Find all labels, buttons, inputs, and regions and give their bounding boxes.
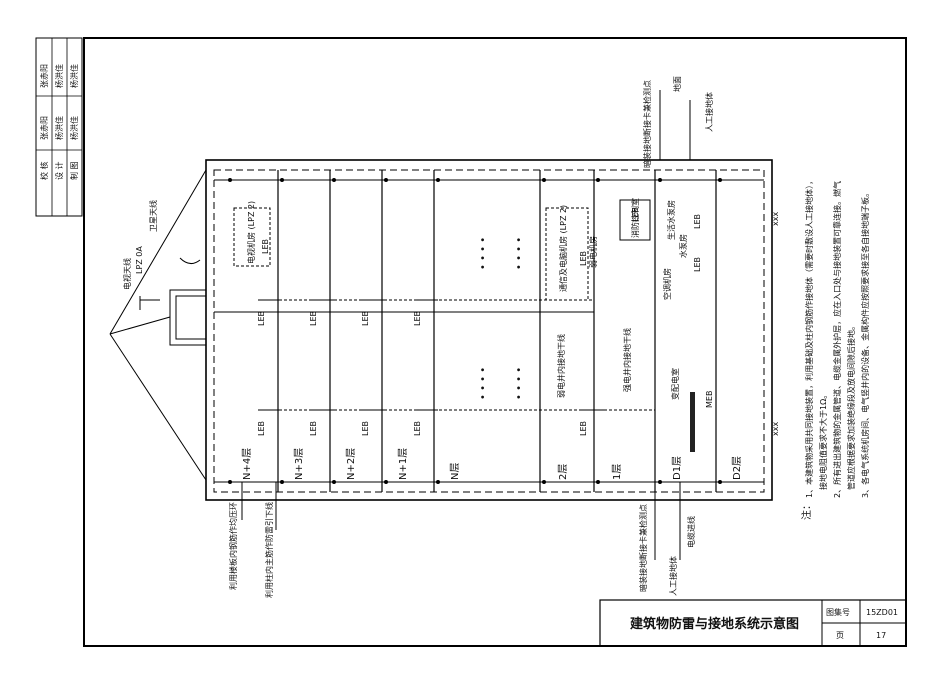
leb-label: LEB [309, 421, 318, 436]
top-earth: 暗装接地断接卡兼检测点 地面 人工接地体 [642, 76, 714, 168]
room-pump: 水泵房 [678, 234, 688, 258]
rooms: 电视机房 (LPZ 2) 通信及电脑机房 (LPZ 2) 弱电机房 消防控制室 … [233, 198, 688, 400]
leb-label: LEB [631, 207, 640, 222]
floor-label: 1层 [611, 464, 623, 480]
leb-label: LEB [257, 311, 266, 326]
ellipsis-dots: • • • • [514, 237, 525, 270]
satellite-label: 卫星天线 [148, 200, 158, 232]
test-point-top: 暗装接地断接卡兼检测点 [642, 80, 652, 168]
approval-role-1: 校 核 [39, 161, 49, 180]
floor-label: N+2层 [345, 448, 357, 480]
meb-bar: MEB [690, 391, 714, 452]
xxx-mark: xxx [771, 212, 780, 226]
meb-label: MEB [705, 391, 714, 408]
cable-in-label: 电缆进线 [686, 516, 696, 548]
page-number: 17 [876, 631, 886, 640]
floor-label: N层 [449, 463, 461, 480]
ellipsis-dots: • • • • [478, 367, 489, 400]
lpz-label: LPZ 0A [135, 246, 144, 274]
floor-dividers [277, 170, 717, 492]
building-outline [205, 159, 773, 501]
leb-label: LEB [361, 421, 370, 436]
note-2b: 管道应根据要求加装绝缘段及放电间隙后接地。 [846, 322, 856, 490]
note-3: 3、各电气系统机房间、电气竖井内的设备、金属构件应按照要求接至各自接地端子板。 [860, 189, 870, 498]
earth-bottom-label: 人工接地体 [668, 556, 678, 596]
drawing-title: 建筑物防雷与接地系统示意图 [630, 616, 799, 632]
leb-label: LEB [413, 421, 422, 436]
floor-label: N+3层 [293, 448, 305, 480]
floor-label: 2层 [557, 464, 569, 480]
room-weak: 弱电机房 [588, 236, 598, 268]
rebar-ring-label: 利用楼板内钢筋作均压环 [228, 502, 238, 590]
leb-label: LEB [579, 421, 588, 436]
approval-role-3: 制 图 [69, 161, 79, 180]
note-1a: 1、本建筑物采用共同接地装置，利用基础及柱内钢筋作接地体（需要时敷设人工接地体）… [804, 177, 814, 498]
approval-sign-1: 张赤阳 [40, 64, 49, 88]
approval-role-2: 设 计 [54, 161, 64, 180]
tv-antenna-label: 电视天线 [122, 258, 132, 290]
note-2: 2、所有进出建筑物的金属管道、电缆金属外护层，应在入口处与接地装置可靠连接。燃气 [832, 181, 842, 498]
leb-label: LEB [693, 257, 702, 272]
floor-labels: N+4层 N+3层 N+2层 N+1层 N层 2层 1层 D1层 D2层 [241, 448, 743, 480]
approval-sign-2: 杨洪佳 [54, 64, 64, 88]
leb-label: LEB [693, 214, 702, 229]
sheet-border [83, 37, 907, 647]
room-water: 生活水泵房 [666, 200, 676, 240]
room-transformer: 变配电室 [670, 368, 680, 400]
approval-sign-3: 杨洪佳 [69, 64, 79, 88]
leb-label: LEB [361, 311, 370, 326]
approval-block: 校 核 设 计 制 图 张赤阳 杨洪佳 杨洪佳 张赤阳 杨洪佳 杨洪佳 [35, 37, 83, 217]
leb-boxes: LEB LEB LEB LEB LEB LEB LEB LEB LEB LEB … [257, 207, 702, 436]
room-comm: 通信及电脑机房 (LPZ 2) [558, 205, 568, 292]
leb-label: LEB [579, 251, 588, 266]
room-fire: 消防控制室 [630, 198, 640, 238]
connection-dots [228, 178, 722, 484]
ellipsis-dots: • • • • [514, 367, 525, 400]
down-conductors [214, 179, 764, 483]
leb-label: LEB [257, 421, 266, 436]
atlas-no: 15ZD01 [866, 608, 898, 617]
notes-label: 注： [800, 500, 813, 520]
test-point-bottom: 暗装接地断接卡兼检测点 [638, 504, 648, 592]
column-down-label: 利用柱内主筋作防雷引下线 [264, 502, 274, 598]
leb-label: LEB [309, 311, 318, 326]
grounding-ring [213, 169, 765, 493]
floor-label: N+4层 [241, 448, 253, 480]
leb-label: LEB [261, 239, 270, 254]
leb-label: LEB [413, 311, 422, 326]
approval-name-1: 张赤阳 [40, 116, 49, 140]
ellipsis-dots: • • • • [478, 237, 489, 270]
floor-label: D2层 [731, 456, 743, 480]
notes: 注： 1、本建筑物采用共同接地装置，利用基础及柱内钢筋作接地体（需要时敷设人工接… [800, 177, 870, 520]
ground-label: 地面 [672, 76, 682, 92]
floor-label: N+1层 [397, 448, 409, 480]
floor-label: D1层 [671, 456, 683, 480]
note-1b: 接地电阻值要求不大于1Ω。 [818, 391, 828, 490]
page-label: 页 [836, 631, 844, 640]
bottom-left-notes: 利用楼板内钢筋作均压环 利用柱内主筋作防雷引下线 [228, 482, 277, 598]
bottom-earth: 暗装接地断接卡兼检测点 电缆进线 人工接地体 [638, 482, 696, 596]
strong-shaft-label: 强电井内接地干线 [622, 328, 632, 392]
approval-name-3: 杨洪佳 [69, 116, 79, 140]
atlas-no-label: 图集号 [826, 607, 850, 617]
room-ac: 空调机房 [662, 268, 672, 300]
weak-shaft-label: 弱电井内接地干线 [556, 334, 566, 398]
roof-structure: 电视天线 LPZ 0A 卫星天线 [109, 169, 207, 481]
approval-name-2: 杨洪佳 [54, 116, 64, 140]
room-tv: 电视机房 (LPZ 2) [246, 201, 256, 264]
earth-top-label: 人工接地体 [704, 92, 714, 132]
title-block: 建筑物防雷与接地系统示意图 图集号 15ZD01 页 17 [599, 599, 907, 647]
xxx-mark: xxx [771, 422, 780, 436]
